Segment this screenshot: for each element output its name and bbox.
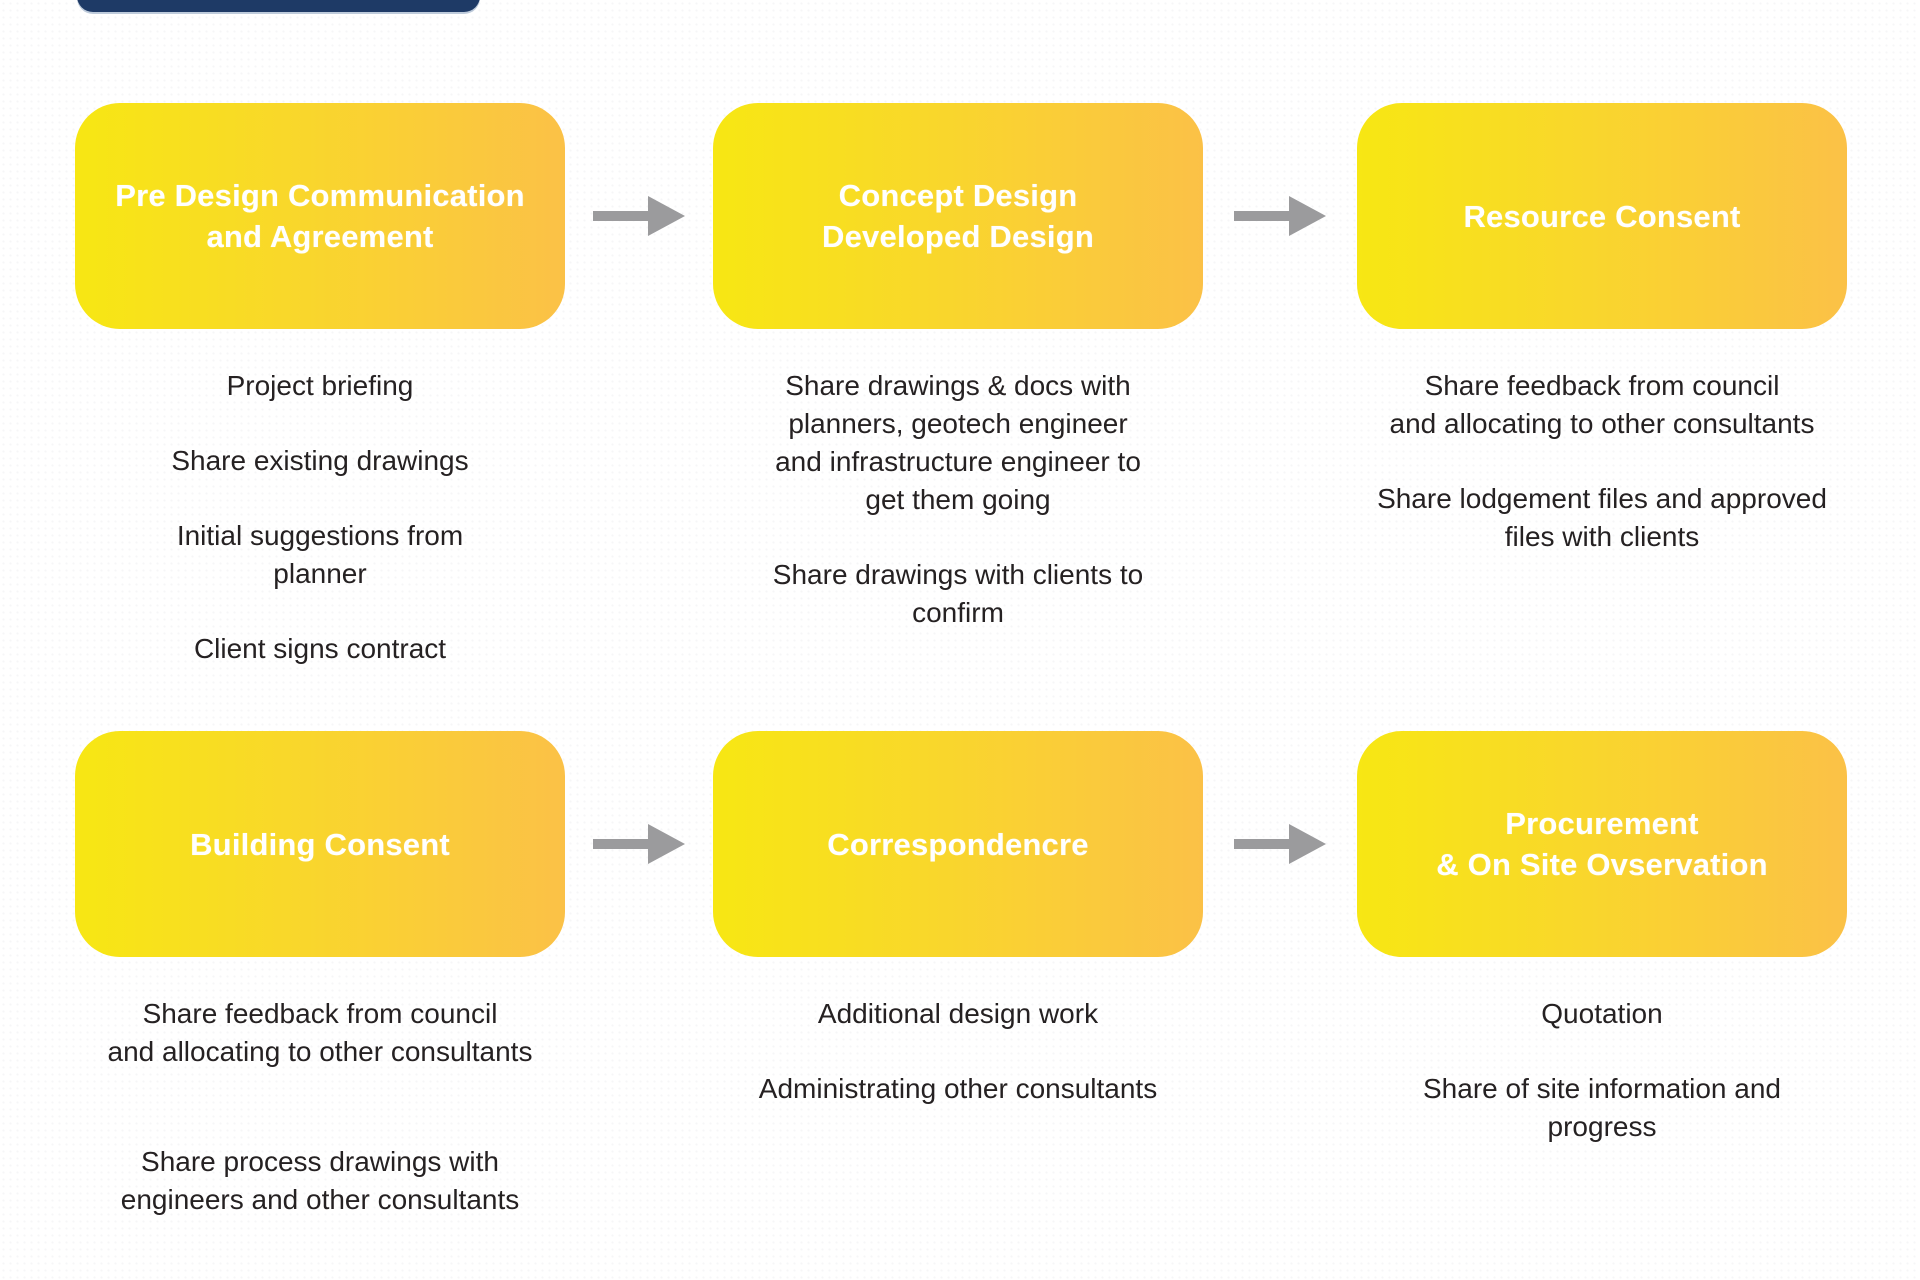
step-box-procurement-onsite-observation: Procurement & On Site Ovservation bbox=[1357, 731, 1847, 957]
step-item: Share feedback from council and allocati… bbox=[1389, 370, 1815, 439]
step-box-correspondence: Correspondencre bbox=[713, 731, 1203, 957]
step-title: Building Consent bbox=[190, 826, 450, 862]
arrow-right-icon bbox=[593, 196, 685, 236]
step-item: Share lodgement files and approved files… bbox=[1377, 483, 1827, 552]
step-title: Resource Consent bbox=[1463, 198, 1741, 234]
step-item: Quotation bbox=[1541, 998, 1663, 1029]
step-items: Share feedback from council and allocati… bbox=[40, 995, 600, 1219]
step-item: Share process drawings with engineers an… bbox=[120, 1146, 520, 1215]
step-item: Additional design work bbox=[817, 998, 1099, 1029]
brand-bar bbox=[77, 0, 480, 12]
step-box-pre-design-communication: Pre Design Communication and Agreement bbox=[75, 103, 565, 329]
step-item: Share of site information and progress bbox=[1423, 1073, 1781, 1142]
step-correspondence: Correspondencre Additional design work A… bbox=[678, 731, 1238, 1145]
step-title: Concept Design Developed Design bbox=[822, 178, 1094, 254]
step-item: Project briefing bbox=[226, 370, 414, 401]
step-items: Additional design work Administrating ot… bbox=[678, 995, 1238, 1108]
step-title: Procurement & On Site Ovservation bbox=[1436, 806, 1768, 882]
arrow-right-icon bbox=[1234, 196, 1326, 236]
step-building-consent: Building Consent Share feedback from cou… bbox=[40, 731, 600, 1256]
step-box-building-consent: Building Consent bbox=[75, 731, 565, 957]
step-item: Share drawings with clients to confirm bbox=[772, 559, 1144, 628]
step-item: Administrating other consultants bbox=[758, 1073, 1158, 1104]
arrow-right-icon bbox=[593, 824, 685, 864]
step-title: Correspondencre bbox=[827, 826, 1089, 862]
step-items: Project briefing Share existing drawings… bbox=[40, 367, 600, 668]
step-items: Share feedback from council and allocati… bbox=[1322, 367, 1882, 556]
step-item: Share existing drawings bbox=[171, 445, 469, 476]
arrow-right-icon bbox=[1234, 824, 1326, 864]
step-box-resource-consent: Resource Consent bbox=[1357, 103, 1847, 329]
step-item: Client signs contract bbox=[193, 633, 447, 664]
step-pre-design-communication: Pre Design Communication and Agreement P… bbox=[40, 103, 600, 705]
step-box-concept-design: Concept Design Developed Design bbox=[713, 103, 1203, 329]
step-item: Initial suggestions from planner bbox=[176, 520, 464, 589]
step-resource-consent: Resource Consent Share feedback from cou… bbox=[1322, 103, 1882, 593]
step-item: Share feedback from council and allocati… bbox=[107, 998, 533, 1067]
step-procurement-onsite-observation: Procurement & On Site Ovservation Quotat… bbox=[1322, 731, 1882, 1183]
step-items: Quotation Share of site information and … bbox=[1322, 995, 1882, 1146]
step-items: Share drawings & docs with planners, geo… bbox=[678, 367, 1238, 632]
step-concept-design: Concept Design Developed Design Share dr… bbox=[678, 103, 1238, 669]
step-title: Pre Design Communication and Agreement bbox=[115, 178, 525, 254]
step-item: Share drawings & docs with planners, geo… bbox=[775, 370, 1141, 515]
